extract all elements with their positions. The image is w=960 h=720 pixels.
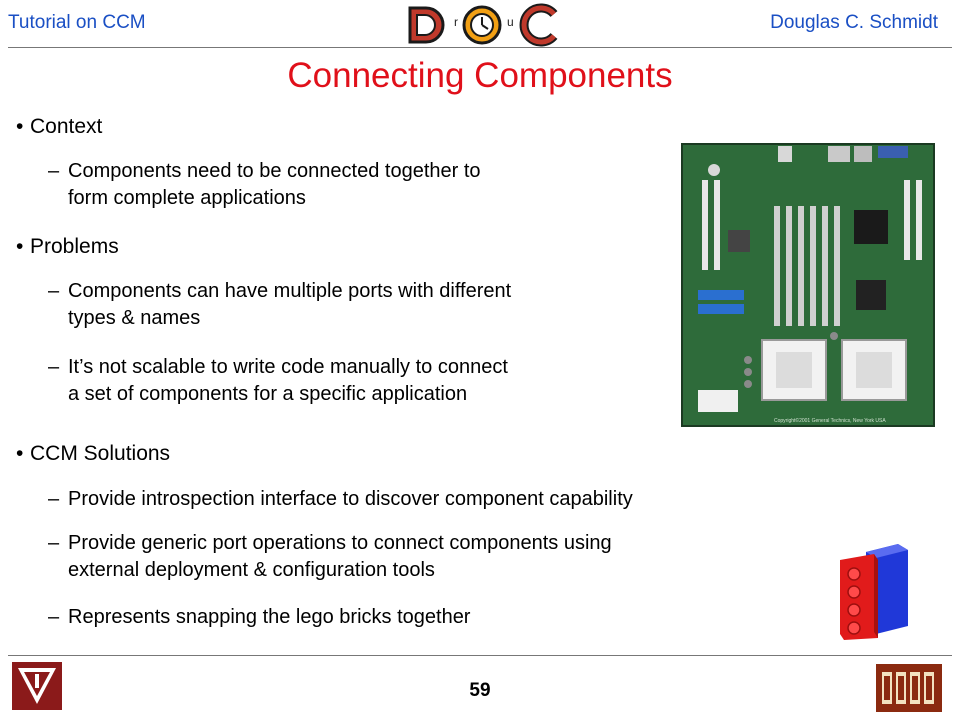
slide-title: Connecting Components xyxy=(287,56,673,95)
bullet-context: •Context xyxy=(16,115,103,138)
isis-logo xyxy=(876,664,942,712)
logo-letter-u: u xyxy=(507,15,514,29)
sub-bullet: – Provide introspection interface to dis… xyxy=(48,488,633,510)
sub-bullet: – It’s not scalable to write code manual… xyxy=(48,356,508,405)
page-number: 59 xyxy=(469,680,491,701)
sub-bullet: – Components need to be connected togeth… xyxy=(48,160,481,209)
header-left-title: Tutorial on CCM xyxy=(8,12,146,33)
header-author: Douglas C. Schmidt xyxy=(770,12,938,33)
sub-bullet: – Provide generic port operations to con… xyxy=(48,532,612,581)
footer-divider xyxy=(8,655,952,656)
motherboard-photo: Copyright©2001 General Technics, New Yor… xyxy=(681,143,935,427)
bullet-ccm-solutions: •CCM Solutions xyxy=(16,442,171,465)
header-divider xyxy=(8,47,952,48)
logo-letter-r: r xyxy=(454,15,458,29)
vanderbilt-logo xyxy=(12,662,62,710)
doc-group-logo: r u xyxy=(408,3,558,47)
motherboard-copyright: Copyright©2001 General Technics, New Yor… xyxy=(774,417,886,424)
bullet-problems: •Problems xyxy=(16,235,119,258)
sub-bullet: – Represents snapping the lego bricks to… xyxy=(48,606,471,628)
sub-bullet: – Components can have multiple ports wit… xyxy=(48,280,512,329)
lego-bricks-image xyxy=(840,544,908,640)
